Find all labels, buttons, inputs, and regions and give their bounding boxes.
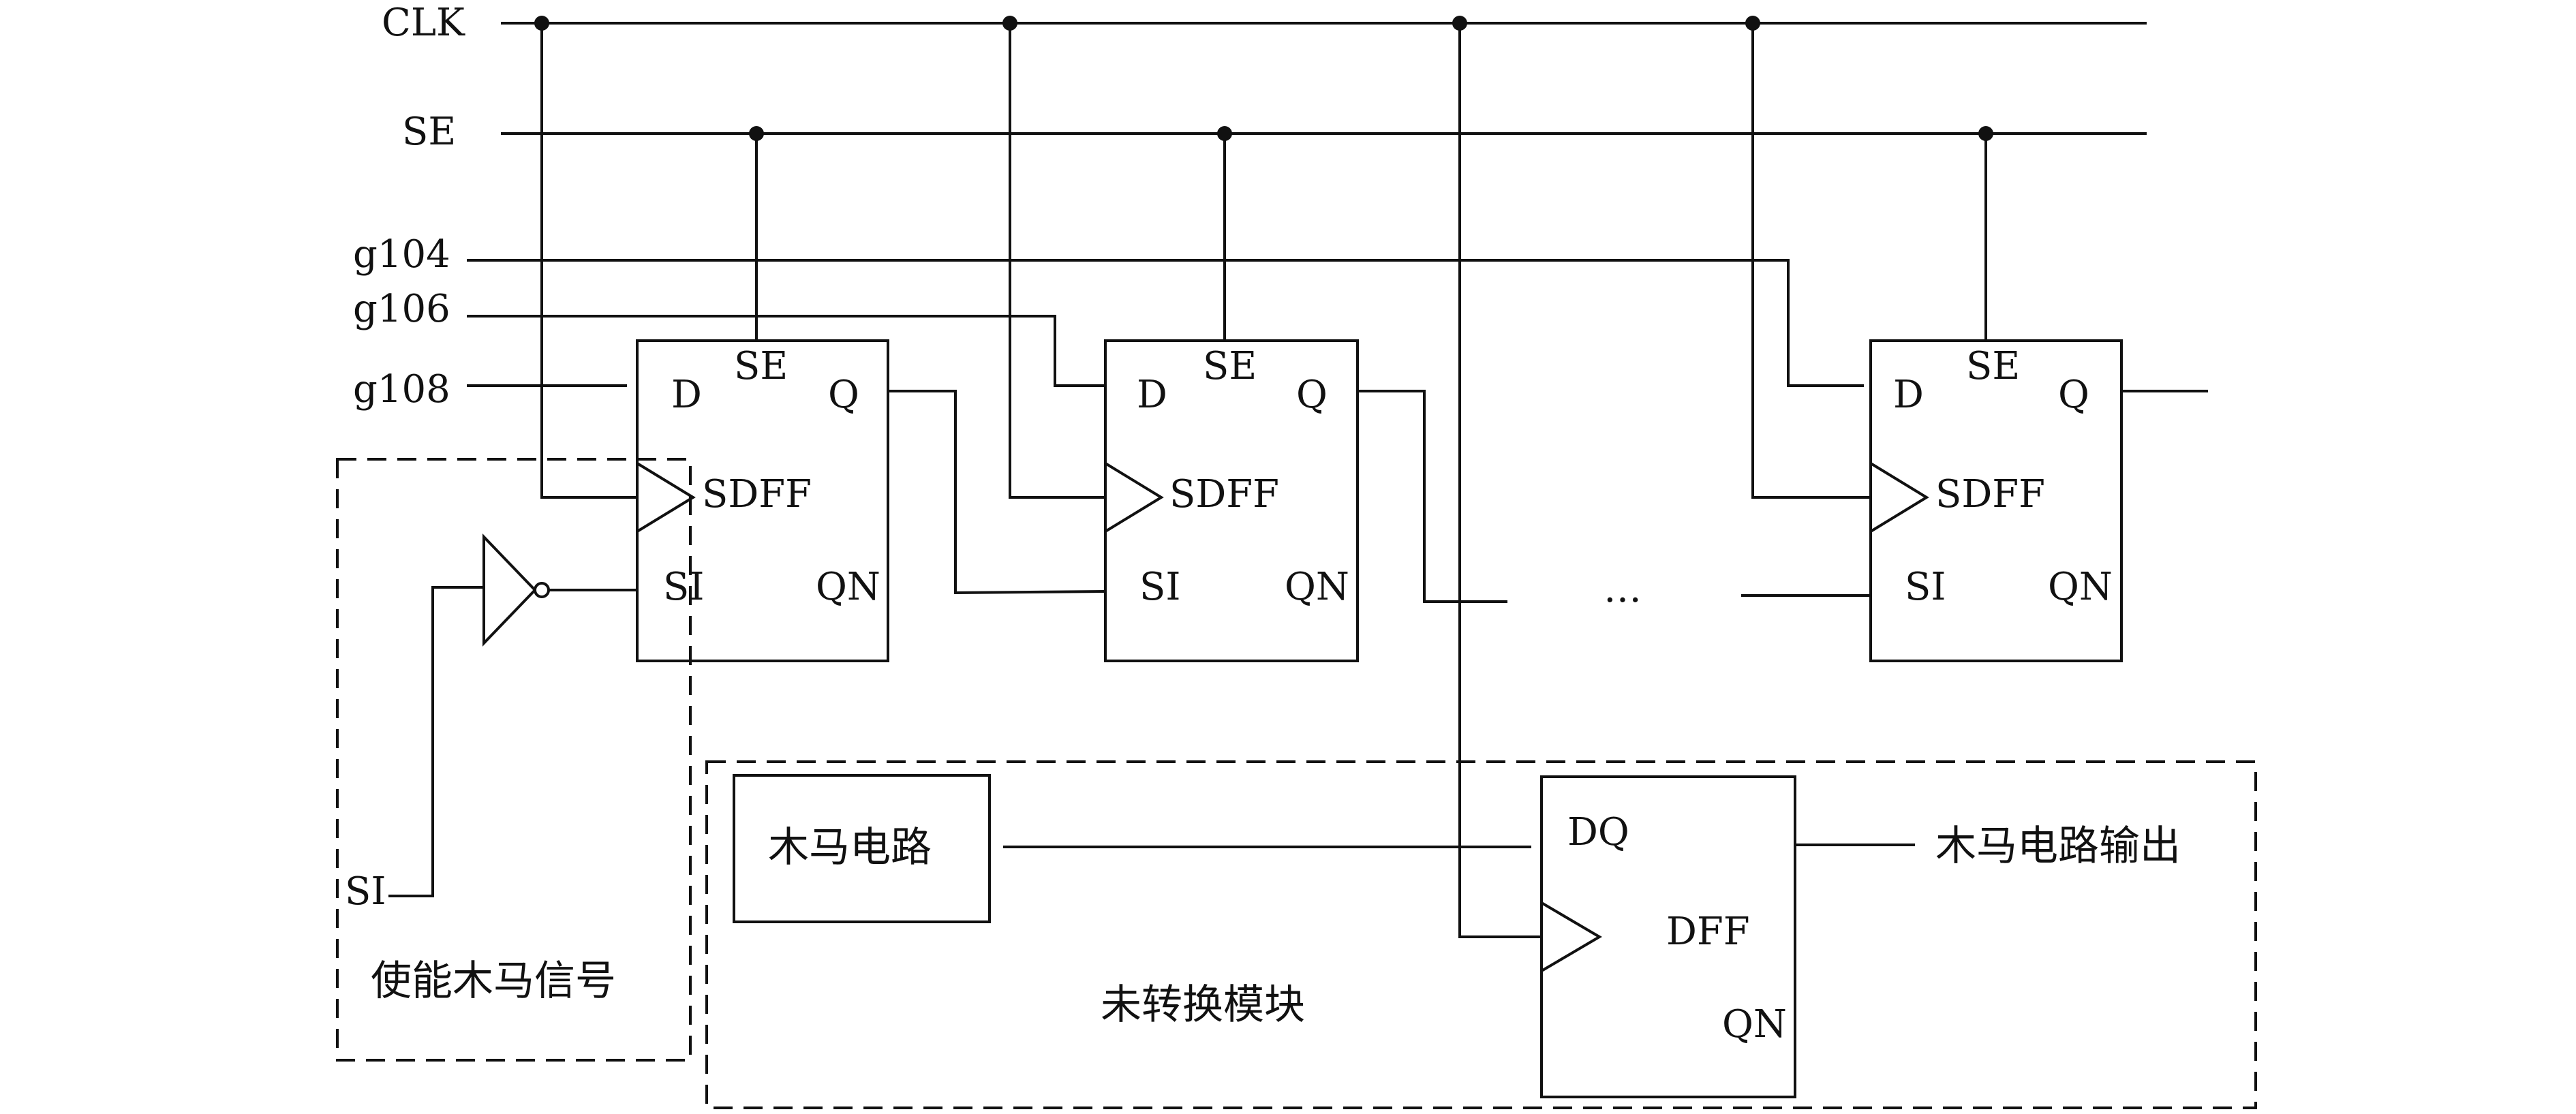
sdff-1-body — [636, 339, 889, 662]
g104-label: g104 — [353, 232, 450, 277]
se-junction-1 — [749, 126, 764, 141]
dff-name: DFF — [1666, 910, 1750, 954]
dff-body — [1540, 775, 1796, 1098]
ellipsis: … — [1604, 567, 1642, 611]
clk-junction-3 — [1452, 16, 1467, 31]
clk-junction-4 — [1745, 16, 1760, 31]
se-junction-2 — [1217, 126, 1232, 141]
unconverted-block — [705, 760, 2257, 1109]
sdff-3-qn-pin: QN — [2048, 565, 2113, 609]
trojan-output-label: 木马电路输出 — [1935, 822, 2181, 870]
g104-wire — [467, 259, 1864, 387]
sdff-3-se-pin: SE — [1966, 344, 2020, 388]
sdff-2-name: SDFF — [1169, 472, 1279, 516]
enable-block-label: 使能木马信号 — [371, 957, 616, 1005]
sdff-2: SE D Q SDFF SI QN — [1104, 339, 1359, 662]
sdff-2-qn-pin: QN — [1285, 565, 1349, 609]
scan-wire-2-out — [1358, 390, 1507, 603]
trojan-circuit-label: 木马电路 — [768, 824, 932, 871]
clk-drop-2 — [1009, 23, 1105, 499]
sdff-1-q-pin: Q — [828, 373, 859, 417]
dff-dq-pin: DQ — [1567, 810, 1629, 854]
clk-junction-1 — [534, 16, 549, 31]
clk-drop-dff — [1458, 23, 1542, 938]
clock-triangle-icon — [636, 462, 696, 533]
inverter-icon — [482, 533, 537, 647]
inverter-bubble-icon — [534, 582, 550, 598]
se-label: SE — [402, 110, 456, 154]
sdff-2-q-pin: Q — [1296, 373, 1328, 417]
sdff-3-body — [1869, 339, 2123, 662]
dff: DQ DFF QN — [1540, 775, 1796, 1098]
g108-label: g108 — [353, 367, 450, 412]
sdff-3-q-pin: Q — [2058, 373, 2089, 417]
sdff-1-d-pin: D — [671, 373, 702, 417]
si-input-wire — [388, 586, 484, 897]
clock-triangle-icon — [1540, 901, 1602, 972]
si-input-label: SI — [345, 869, 386, 914]
sdff-3-name: SDFF — [1935, 472, 2045, 516]
sdff-2-d-pin: D — [1137, 373, 1167, 417]
g106-label: g106 — [353, 287, 450, 331]
sdff-1-si-pin: SI — [663, 565, 704, 609]
clock-triangle-icon — [1104, 462, 1164, 533]
sdff-3: SE D Q SDFF SI QN — [1869, 339, 2123, 662]
sdff-2-body — [1104, 339, 1359, 662]
clk-drop-3 — [1751, 23, 1871, 499]
sdff-3-si-pin: SI — [1905, 565, 1946, 609]
sdff-3-d-pin: D — [1893, 373, 1924, 417]
g106-wire — [467, 315, 1105, 387]
clk-drop-1 — [540, 23, 637, 499]
scan-wire-1-2 — [888, 390, 1106, 595]
sdff-2-si-pin: SI — [1139, 565, 1180, 609]
sdff-2-se-pin: SE — [1203, 344, 1257, 388]
dff-qn-pin: QN — [1722, 1002, 1787, 1047]
se-junction-3 — [1978, 126, 1993, 141]
sdff-1: SE D Q SDFF SI QN — [636, 339, 889, 662]
clk-junction-2 — [1002, 16, 1017, 31]
sdff-1-name: SDFF — [702, 472, 812, 516]
trojan-circuit-box — [733, 774, 991, 923]
clk-label: CLK — [382, 1, 465, 45]
sdff-1-qn-pin: QN — [816, 565, 880, 609]
sdff-1-se-pin: SE — [734, 344, 788, 388]
clock-triangle-icon — [1869, 462, 1929, 533]
unconverted-block-label: 未转换模块 — [1101, 981, 1305, 1029]
enable-trojan-block — [336, 458, 692, 1062]
